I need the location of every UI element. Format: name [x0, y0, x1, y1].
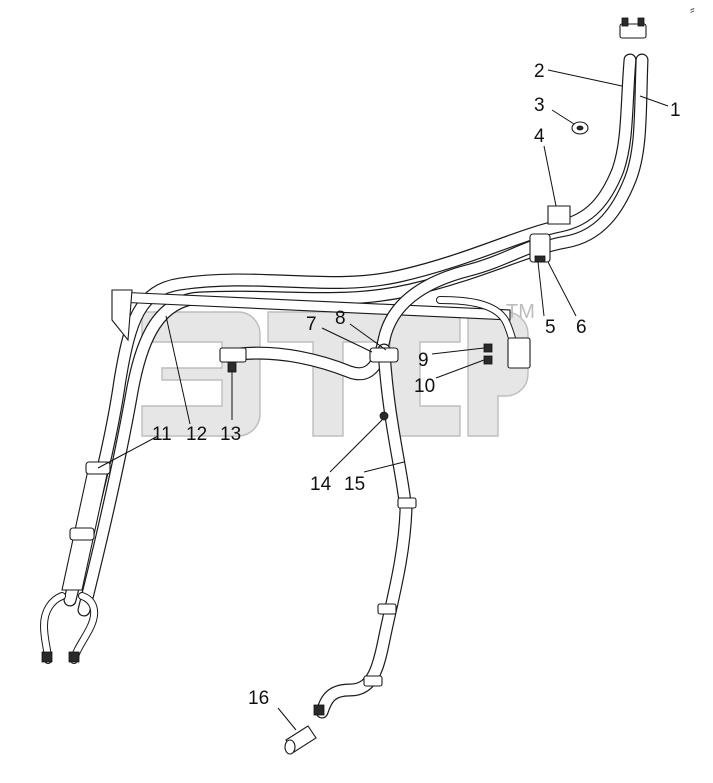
- hose-long-upper: [63, 53, 637, 607]
- callout-5: 5: [545, 317, 556, 338]
- callout-6: 6: [576, 317, 587, 338]
- callout-4: 4: [534, 126, 545, 147]
- watermark-tm: TM: [506, 301, 535, 323]
- fittings-9-10: [483, 337, 531, 369]
- callout-3: 3: [534, 95, 545, 116]
- fitting-left-end-a: [41, 651, 53, 663]
- leader-lines: [97, 69, 669, 731]
- callout-15: 15: [344, 474, 365, 495]
- callout-16: 16: [248, 688, 269, 709]
- hose-long-lower: [77, 53, 649, 617]
- callout-11: 11: [152, 424, 172, 445]
- crossbar-frame: [111, 289, 511, 342]
- hose-center-loop: [233, 237, 547, 381]
- callout-1: 1: [670, 100, 681, 121]
- callout-7: 7: [306, 314, 317, 335]
- callout-9: 9: [418, 350, 429, 371]
- hose-left-ends: [40, 592, 99, 664]
- fitting-16: [284, 704, 325, 755]
- callouts: 1 2 3 4 5 6 7 8 9 10 11 12 13 14 15 16: [152, 61, 681, 709]
- callout-10: 10: [414, 376, 435, 397]
- callout-14: 14: [310, 474, 332, 495]
- clamp-left-middle: [69, 527, 95, 541]
- clamp-3: [571, 121, 589, 135]
- top-fittings: [619, 17, 647, 39]
- bracket-4: [547, 205, 571, 225]
- callout-2: 2: [534, 61, 545, 82]
- corner-mark: ⸗: [690, 2, 695, 18]
- callout-12: 12: [186, 424, 207, 445]
- fitting-14: [379, 411, 389, 421]
- fitting-left-end-b: [68, 651, 80, 663]
- clamp-7-8: [369, 347, 399, 363]
- tee-12-13: [219, 347, 247, 373]
- clamps-vertical-hose: [363, 497, 417, 687]
- clamp-5-6: [529, 233, 551, 263]
- callout-8: 8: [335, 308, 346, 329]
- callout-13: 13: [220, 424, 241, 445]
